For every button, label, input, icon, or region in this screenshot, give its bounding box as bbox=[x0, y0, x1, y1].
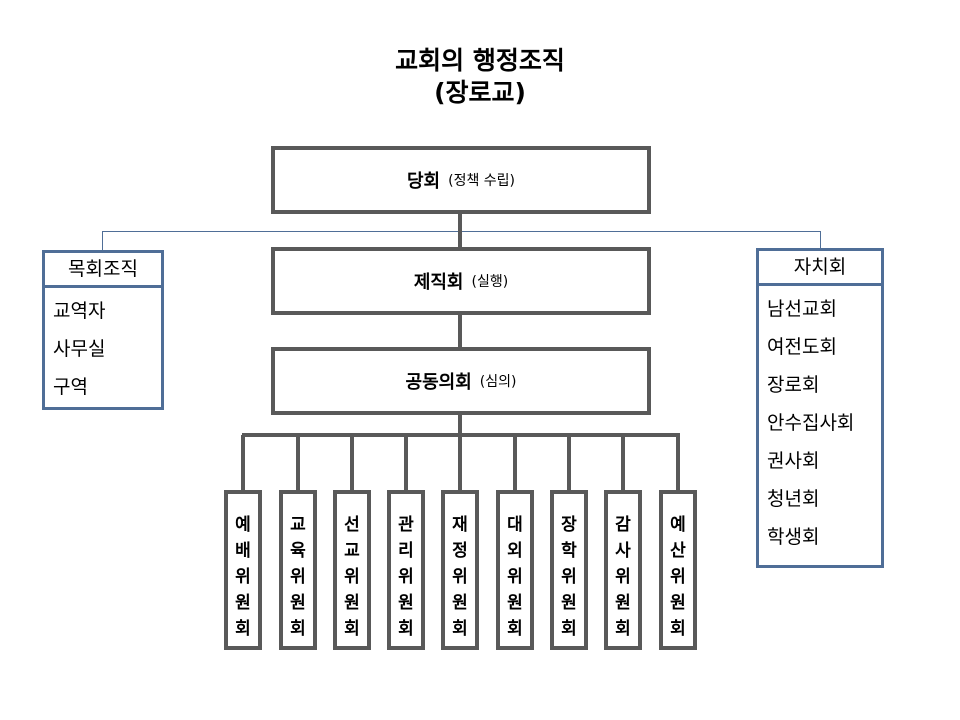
committee-char: 회 bbox=[452, 619, 468, 639]
committee-connector bbox=[567, 435, 571, 491]
committee-char: 사 bbox=[615, 541, 631, 561]
box-title: 공동의회 bbox=[405, 372, 472, 393]
committee-char: 원 bbox=[670, 593, 686, 613]
committee-char: 리 bbox=[398, 541, 414, 561]
committee-char: 외 bbox=[507, 541, 523, 561]
committee-char: 원 bbox=[615, 593, 631, 613]
connector-3 bbox=[458, 413, 462, 435]
list-item: 교역자 bbox=[53, 300, 106, 322]
box-role: (심의) bbox=[479, 374, 517, 390]
committee-char: 원 bbox=[344, 593, 360, 613]
list-item: 사무실 bbox=[53, 338, 106, 360]
committee-connector bbox=[241, 435, 245, 491]
committee-char: 교 bbox=[290, 515, 306, 535]
committee-char: 배 bbox=[235, 541, 251, 561]
committee-char: 회 bbox=[561, 619, 577, 639]
panel-header: 목회조직 bbox=[45, 253, 161, 288]
committee-char: 원 bbox=[561, 593, 577, 613]
committee-char: 육 bbox=[290, 541, 306, 561]
box-role: (정책 수립) bbox=[448, 173, 516, 189]
list-item: 구역 bbox=[53, 376, 88, 398]
committee-connector bbox=[458, 435, 462, 491]
committee-char: 위 bbox=[235, 567, 251, 587]
committee-char: 감 bbox=[615, 515, 631, 535]
committee-char: 위 bbox=[670, 567, 686, 587]
committee-char: 선 bbox=[344, 515, 360, 535]
list-item: 권사회 bbox=[767, 450, 820, 472]
committee-char: 학 bbox=[561, 541, 577, 561]
left-connector bbox=[102, 231, 103, 251]
committee-char: 회 bbox=[344, 619, 360, 639]
diagram-title: 교회의 행정조직 bbox=[395, 46, 565, 75]
list-item: 학생회 bbox=[767, 526, 820, 548]
right-connector bbox=[820, 231, 821, 249]
committee-char: 위 bbox=[561, 567, 577, 587]
diagram-subtitle: (장로교) bbox=[434, 78, 526, 107]
box-title: 제직회 bbox=[413, 272, 464, 293]
committee-char: 원 bbox=[398, 593, 414, 613]
box-title: 당회 bbox=[406, 171, 441, 192]
committee-connector bbox=[676, 435, 680, 491]
list-item: 여전도회 bbox=[767, 336, 837, 358]
committee-connector bbox=[350, 435, 354, 491]
committee-char: 회 bbox=[290, 619, 306, 639]
committee-char: 원 bbox=[507, 593, 523, 613]
box-role: (실행) bbox=[471, 274, 509, 290]
committee-char: 산 bbox=[670, 541, 686, 561]
committee-char: 재 bbox=[452, 515, 468, 535]
list-item: 안수집사회 bbox=[767, 412, 855, 434]
committee-char: 관 bbox=[398, 515, 414, 535]
committee-connector bbox=[296, 435, 300, 491]
connector-2 bbox=[458, 313, 462, 351]
committee-char: 원 bbox=[290, 593, 306, 613]
committee-char: 위 bbox=[507, 567, 523, 587]
committee-char: 정 bbox=[452, 541, 468, 561]
panel-header: 자치회 bbox=[759, 251, 881, 286]
committee-char: 위 bbox=[344, 567, 360, 587]
box-deacons: 제직회 (실행) bbox=[271, 247, 651, 315]
self-governing-groups-panel: 자치회 남선교회 여전도회 장로회 안수집사회 권사회 청년회 학생회 bbox=[756, 248, 884, 568]
committee-char: 예 bbox=[670, 515, 686, 535]
committee-connector bbox=[621, 435, 625, 491]
committee-char: 예 bbox=[235, 515, 251, 535]
connector-1 bbox=[458, 212, 462, 250]
pastoral-organization-panel: 목회조직 교역자 사무실 구역 bbox=[42, 250, 164, 410]
list-item: 장로회 bbox=[767, 374, 820, 396]
list-item: 남선교회 bbox=[767, 298, 837, 320]
committee-char: 원 bbox=[235, 593, 251, 613]
committee-char: 원 bbox=[452, 593, 468, 613]
committee-char: 회 bbox=[235, 619, 251, 639]
committee-char: 교 bbox=[344, 541, 360, 561]
committee-char: 위 bbox=[452, 567, 468, 587]
committee-char: 회 bbox=[615, 619, 631, 639]
committee-char: 위 bbox=[615, 567, 631, 587]
committee-char: 위 bbox=[398, 567, 414, 587]
committee-char: 대 bbox=[507, 515, 523, 535]
committee-connector bbox=[404, 435, 408, 491]
committee-char: 장 bbox=[561, 515, 577, 535]
box-session: 당회 (정책 수립) bbox=[271, 146, 651, 214]
committee-connector bbox=[513, 435, 517, 491]
committee-char: 위 bbox=[290, 567, 306, 587]
committee-char: 회 bbox=[507, 619, 523, 639]
list-item: 청년회 bbox=[767, 488, 820, 510]
committee-char: 회 bbox=[398, 619, 414, 639]
box-congregation: 공동의회 (심의) bbox=[271, 347, 651, 415]
committee-char: 회 bbox=[670, 619, 686, 639]
